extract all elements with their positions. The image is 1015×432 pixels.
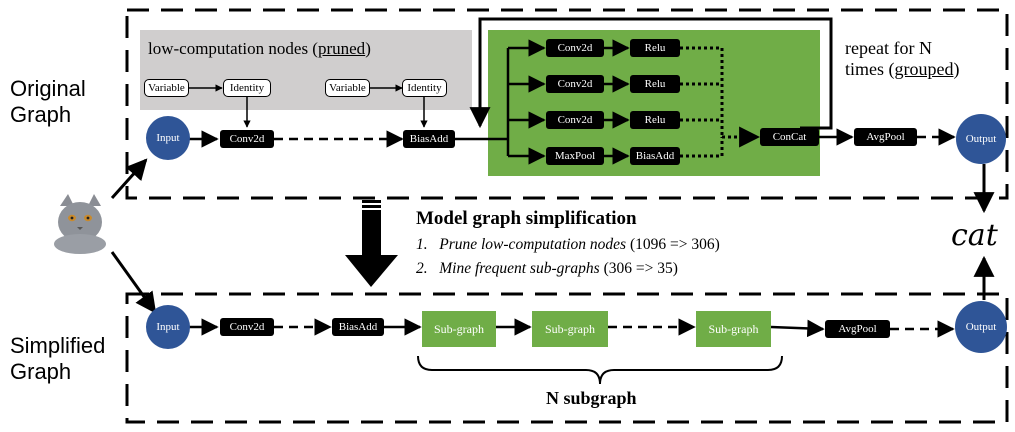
n-subgraph-label: N subgraph	[546, 388, 637, 408]
orig-branch4-biasadd-node: BiasAdd	[630, 147, 680, 165]
orig-input-node: Input	[146, 116, 190, 160]
step-2-number: 2.	[416, 260, 428, 277]
simplification-step-2: 2. Mine frequent sub-graphs (306 => 35)	[416, 260, 678, 278]
orig-biasadd-node: BiasAdd	[403, 130, 455, 148]
step-1-text: Prune low-computation nodes	[439, 236, 627, 253]
simplified-graph-frame	[125, 292, 1009, 424]
pruned-label-word: pruned	[317, 39, 366, 58]
orig-branch3-relu-node: Relu	[630, 111, 680, 129]
orig-avgpool-node: AvgPool	[854, 128, 917, 146]
simp-subgraph-node-2: Sub-graph	[532, 311, 608, 347]
orig-concat-node: ConCat	[760, 128, 819, 146]
step-2-count: (306 => 35)	[603, 260, 678, 277]
cat-image	[52, 194, 108, 254]
simplification-step-1: 1. Prune low-computation nodes (1096 => …	[416, 236, 720, 254]
orig-conv2d-node: Conv2d	[220, 130, 274, 148]
orig-identity-node-2: Identity	[402, 79, 447, 97]
orig-output-node: Output	[956, 114, 1006, 164]
edge-repeat-loop	[469, 17, 833, 130]
simplified-graph-label: Simplified Graph	[10, 333, 106, 384]
orig-branch3-conv2d-node: Conv2d	[546, 111, 604, 129]
simplification-arrow	[345, 200, 398, 287]
step-1-number: 1.	[416, 236, 428, 253]
edge-cat-to-input-top	[110, 158, 148, 200]
repeat-line-2-suffix: )	[953, 59, 960, 79]
simp-conv2d-node: Conv2d	[220, 318, 274, 336]
edge-cat-to-input-bottom	[110, 251, 157, 314]
cat-label: cat	[951, 218, 998, 253]
edge-dotted-b1	[680, 46, 724, 137]
simp-subgraph-node-3: Sub-graph	[696, 311, 771, 347]
simp-biasadd-node: BiasAdd	[332, 318, 384, 336]
orig-branch2-relu-node: Relu	[630, 75, 680, 93]
orig-branch1-conv2d-node: Conv2d	[546, 39, 604, 57]
repeat-line-2-word: grouped	[894, 59, 954, 79]
pruned-region-label: low-computation nodes (pruned)	[148, 39, 371, 59]
simplification-title: Model graph simplification	[416, 208, 637, 229]
repeat-line-2: times (grouped)	[845, 59, 959, 80]
simp-subgraph-node-1: Sub-graph	[422, 311, 496, 347]
orig-branch2-conv2d-node: Conv2d	[546, 75, 604, 93]
simp-avgpool-node: AvgPool	[825, 320, 890, 338]
orig-variable-node-1: Variable	[144, 79, 189, 97]
orig-branch1-relu-node: Relu	[630, 39, 680, 57]
pruned-label-suffix: )	[365, 39, 371, 58]
original-graph-frame	[125, 8, 1009, 200]
orig-branch4-maxpool-node: MaxPool	[546, 147, 604, 165]
pruned-label-prefix: low-computation nodes (	[148, 39, 318, 58]
repeat-line-1: repeat for N	[845, 38, 932, 58]
simp-output-node: Output	[955, 301, 1007, 353]
step-1-count: (1096 => 306)	[629, 236, 720, 253]
repeat-line-2-prefix: times (	[845, 59, 895, 79]
edge-dotted-b4	[680, 137, 724, 158]
step-2-text: Mine frequent sub-graphs	[439, 260, 600, 277]
repeat-label: repeat for N times (grouped)	[845, 38, 959, 80]
orig-identity-node-1: Identity	[223, 79, 271, 97]
simp-input-node: Input	[146, 305, 190, 349]
original-graph-label: Original Graph	[10, 76, 86, 127]
orig-variable-node-2: Variable	[325, 79, 370, 97]
edge-s-sub3-to-avgpool	[770, 319, 825, 338]
n-subgraph-brace	[417, 355, 783, 385]
